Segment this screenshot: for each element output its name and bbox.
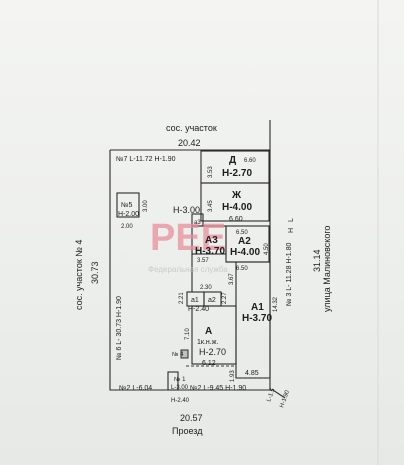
room-a3-width: 3.57 [197, 258, 209, 264]
room-a2-name: А2 [238, 236, 251, 247]
dim-2-27: 2.27 [222, 292, 228, 304]
room-a3-height: Н-3.70 [195, 246, 225, 257]
top-neighbor-label: сос. участок [166, 123, 217, 133]
dim-4-85: 4.85 [245, 370, 259, 377]
segment-2a-label: №2 L-6.04 [119, 385, 152, 392]
room-b12-height: Н-2.40 [188, 306, 209, 313]
room-d-side: 3.53 [208, 166, 214, 178]
left-length-label: 30.73 [90, 261, 100, 284]
room-a1-name: А1 [251, 302, 264, 313]
shed-4-label: № 4 [172, 351, 184, 358]
room-b3-name: а3 [194, 220, 201, 226]
right-length-label: 31.14 [312, 249, 322, 272]
gate-1 [167, 371, 179, 391]
room-a-width: 6.12 [202, 360, 216, 367]
room-a2-width-bottom: 6.50 [236, 266, 248, 272]
segment-1-label: № 1 [174, 376, 186, 383]
dim-1-93: 1.93 [230, 370, 236, 382]
shed-5 [116, 192, 140, 218]
room-zh-side: 3.45 [208, 200, 214, 212]
room-a2-width-top: 6.50 [236, 230, 248, 236]
room-zh-name: Ж [231, 190, 242, 201]
segment-7-label: №7 L-11.72 H-1.90 [116, 156, 176, 163]
boundary-left-bottom [109, 150, 286, 399]
segment-2b-label: №2 L-9.45 H-1.90 [190, 385, 246, 392]
bottom-road-label: Проезд [172, 426, 203, 436]
room-zh-height: Н-4.00 [222, 202, 252, 213]
shed-5-width: 3.00 [143, 200, 149, 212]
corner-height: H-1.90 [279, 389, 291, 409]
shed-5-depth: 2.00 [121, 224, 133, 230]
right-street-label: улица Малиновского [322, 226, 332, 312]
right-mark-h: H [288, 228, 295, 233]
left-neighbor-label: сос. участок № 4 [74, 240, 84, 310]
segment-1-length: L-3.00 [171, 385, 189, 391]
room-a2-side: 4.50 [264, 243, 270, 255]
shed-5-label: №5 [121, 202, 133, 209]
segment-1-height: H-2.40 [171, 398, 190, 404]
shed-4 [180, 349, 189, 359]
watermark-logo: РЕЕ [150, 217, 226, 259]
corner-length: L-1.5 [266, 387, 277, 403]
room-d-height: Н-2.70 [222, 168, 252, 179]
dim-2-21: 2.21 [179, 292, 185, 304]
top-width-label: 20.42 [178, 138, 201, 148]
room-b3-height: Н-3.00 [173, 205, 200, 215]
segment-3-label: № 3 L- 11.28 H-1.80 [286, 242, 293, 306]
room-zh-width: 6.60 [229, 216, 243, 223]
room-b1-name: а1 [191, 297, 199, 304]
dim-3-67: 3.67 [229, 273, 235, 285]
bottom-width-label: 20.57 [180, 413, 203, 423]
watermark-caption: Федеральная служба [148, 265, 228, 274]
room-a-height: Н-2.70 [199, 347, 226, 357]
room-a1-height: Н-3.70 [242, 313, 272, 324]
room-d-name: Д [229, 155, 236, 166]
room-a2-height: Н-4.00 [230, 247, 260, 258]
segment-6-label: № 6 L- 30.73 H-1.90 [116, 296, 123, 360]
dim-2-30: 2.30 [200, 285, 212, 291]
dim-7-10: 7.10 [185, 328, 191, 340]
room-a3-name: А3 [205, 235, 218, 246]
room-b2-name: а2 [208, 297, 216, 304]
right-mark-l: L [288, 218, 295, 222]
room-a-name: А [205, 326, 212, 337]
shed-5-height: H-2.00 [118, 211, 139, 218]
room-a [191, 305, 237, 365]
room-zh [200, 182, 270, 222]
dim-14-32: 14.32 [273, 296, 279, 312]
room-a-sub: 1к.н.ж. [197, 339, 218, 346]
room-d-width: 6.60 [244, 158, 256, 164]
